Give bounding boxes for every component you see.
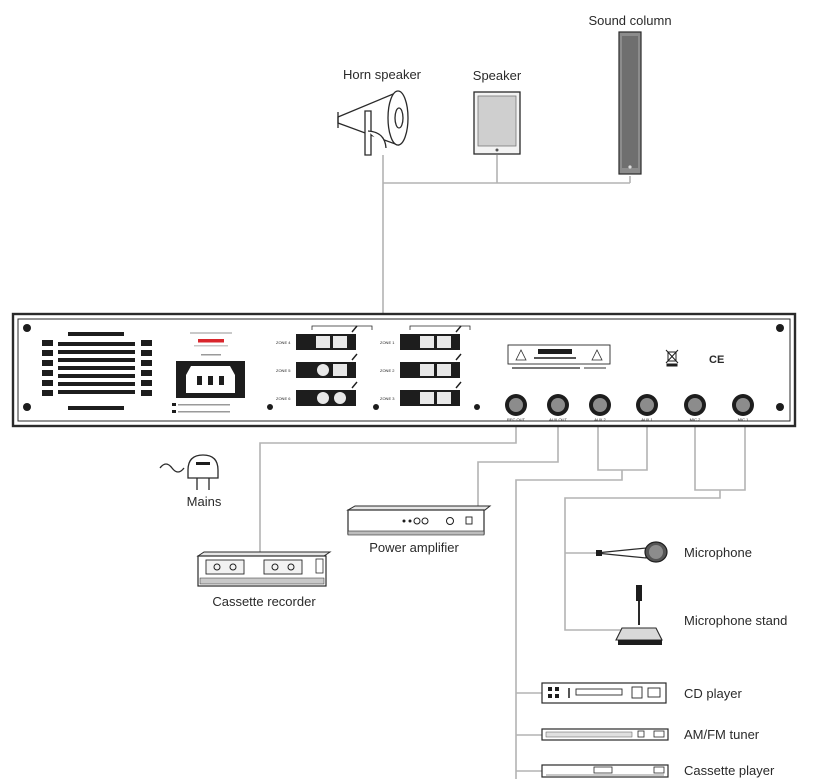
warning-label — [507, 344, 611, 369]
jack-label: AUX OUT — [549, 417, 567, 422]
horn-speaker-icon — [337, 90, 409, 156]
jack-aux-out[interactable] — [547, 394, 569, 416]
jack-label: MIC 2 — [690, 417, 701, 422]
power-amplifier-label: Power amplifier — [369, 540, 459, 555]
microphone-stand-label: Microphone stand — [684, 613, 787, 628]
am-fm-tuner-icon — [541, 728, 669, 741]
voltage-selector — [198, 339, 224, 343]
jack-rec-out[interactable] — [505, 394, 527, 416]
zone-label: ZONE 6 — [276, 396, 291, 401]
jack-label: REC OUT — [507, 417, 526, 422]
cassette-recorder-label: Cassette recorder — [212, 594, 316, 609]
zone-label: ZONE 1 — [380, 340, 395, 345]
mains-label: Mains — [187, 494, 222, 509]
zone-terminal-zone-3[interactable] — [400, 390, 460, 406]
cassette-recorder-icon — [196, 551, 332, 587]
zone-terminal-zone-6[interactable] — [296, 390, 356, 406]
am-fm-tuner-label: AM/FM tuner — [684, 727, 760, 742]
sound-column-icon — [618, 31, 642, 175]
mains-inlet-icon — [176, 361, 245, 398]
horn-speaker-label: Horn speaker — [343, 67, 422, 82]
jack-mic-2[interactable] — [684, 394, 706, 416]
ce-mark: CE — [709, 354, 724, 366]
cd-player-label: CD player — [684, 686, 742, 701]
zone-label: ZONE 3 — [380, 396, 395, 401]
jack-aux-2[interactable] — [589, 394, 611, 416]
microphone-stand-icon — [615, 585, 663, 645]
vent-grille — [42, 332, 152, 410]
speaker-label: Speaker — [473, 68, 522, 83]
weee-icon — [665, 349, 679, 367]
speaker-icon — [473, 91, 521, 155]
microphone-icon — [595, 541, 668, 563]
microphone-label: Microphone — [684, 545, 752, 560]
zone-label: ZONE 4 — [276, 340, 291, 345]
zone-label: ZONE 5 — [276, 368, 291, 373]
amplifier-rear-panel: ZONE 4 ZONE 1 ZONE 5 ZONE 2 ZONE 6 ZONE … — [11, 312, 797, 428]
sound-column-label: Sound column — [588, 13, 671, 28]
zone-terminals: ZONE 4 ZONE 1 ZONE 5 ZONE 2 ZONE 6 ZONE … — [276, 325, 471, 406]
mains-plug-icon — [159, 454, 219, 490]
zone-terminal-zone-2[interactable] — [400, 362, 460, 378]
cassette-player-label: Cassette player — [684, 763, 775, 778]
jack-label: AUX 2 — [594, 417, 606, 422]
cassette-player-icon — [541, 764, 669, 778]
jack-label: MIC 1 — [738, 417, 749, 422]
zone-label: ZONE 2 — [380, 368, 395, 373]
cd-player-icon — [541, 682, 667, 704]
mounting-screws — [23, 324, 784, 411]
jack-mic-1[interactable] — [732, 394, 754, 416]
wiring — [259, 155, 746, 779]
jack-aux-1[interactable] — [636, 394, 658, 416]
power-amplifier-icon — [346, 505, 492, 536]
zone-terminal-zone-5[interactable] — [296, 362, 356, 378]
zone-terminal-zone-1[interactable] — [400, 334, 460, 350]
jack-label: AUX 1 — [641, 417, 653, 422]
zone-terminal-zone-4[interactable] — [296, 334, 356, 350]
